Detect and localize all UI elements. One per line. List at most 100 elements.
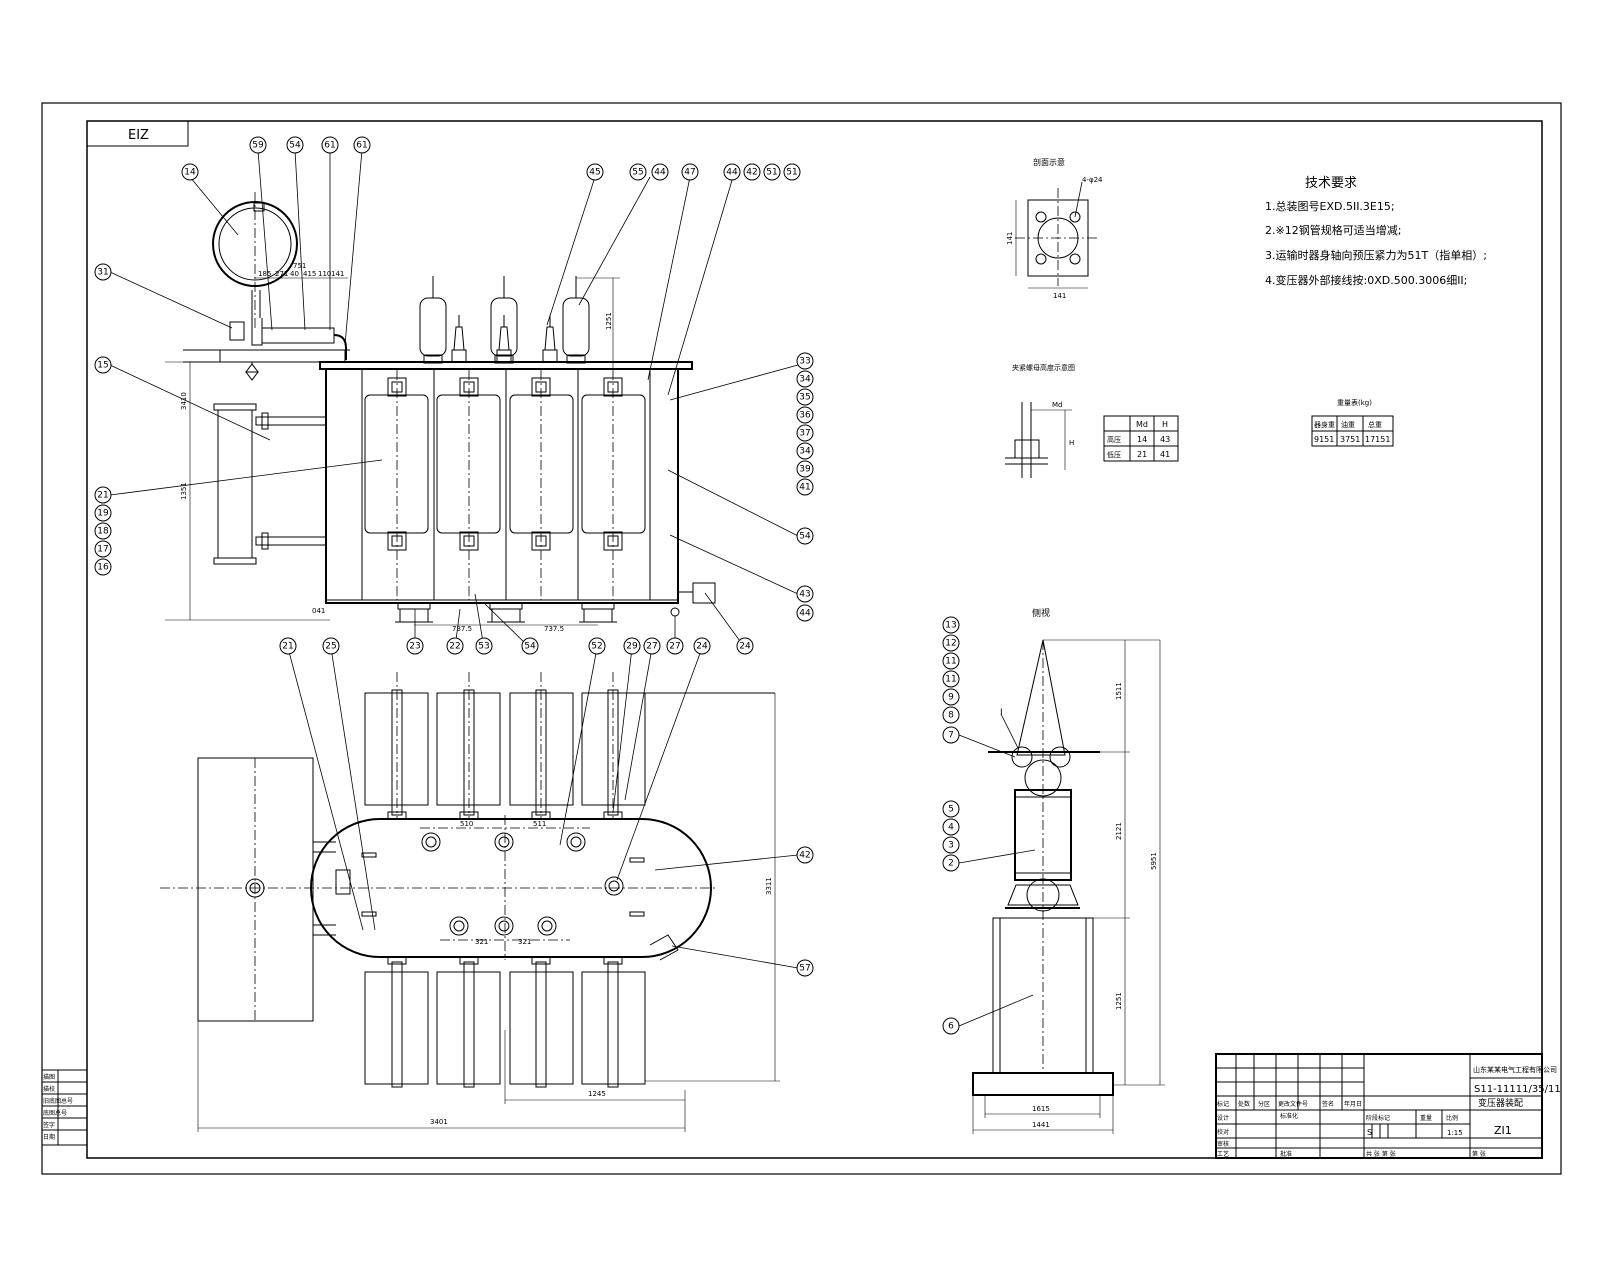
balloon-circle — [796, 585, 814, 603]
part-balloon: 36 — [796, 406, 814, 424]
left-label-5: 签字 — [43, 1121, 55, 1129]
dim-plan-b: 511 — [533, 820, 546, 828]
balloon-number: 47 — [684, 168, 695, 178]
title-block: 设计 校对 审核 工艺 标记 处数 分区 更改文件号 签名 年月日 标准化 批准… — [1215, 1053, 1561, 1159]
balloon-circle — [322, 637, 340, 655]
part-balloon: 33 — [796, 352, 814, 370]
balloon-number: 45 — [589, 168, 600, 178]
balloon-number: 39 — [799, 465, 811, 475]
part-balloon: 11 — [942, 652, 960, 670]
balloon-number: 57 — [799, 964, 810, 974]
dim-plan-len: 3401 — [430, 1118, 448, 1126]
tb-scale: 1:15 — [1447, 1129, 1463, 1137]
part-balloon: 57 — [796, 959, 814, 977]
balloon-circle — [651, 163, 669, 181]
tb-approve: 批准 — [1280, 1150, 1292, 1158]
plan-view: 3311 3401 1245 510 511 321 321 — [160, 647, 799, 1132]
balloon-circle — [94, 558, 112, 576]
left-cooler — [213, 403, 327, 565]
front-radiators — [361, 369, 651, 600]
dim-span-right: 737.5 — [544, 625, 564, 633]
balloon-number: 8 — [948, 711, 954, 721]
balloon-circle — [796, 370, 814, 388]
part-balloon: 54 — [521, 637, 539, 655]
dim-side-total: 5951 — [1150, 852, 1158, 870]
balloon-circle — [942, 706, 960, 724]
dim-plan-d: 321 — [518, 938, 531, 946]
balloon-number: 37 — [799, 429, 810, 439]
balloon-number: 7 — [948, 731, 954, 741]
part-balloon: 54 — [286, 136, 304, 154]
balloon-circle — [181, 163, 199, 181]
balloon-number: 23 — [409, 642, 420, 652]
balloon-number: 4 — [948, 823, 954, 833]
clamp-th-h: H — [1162, 420, 1168, 429]
detail-mark: I — [1000, 708, 1003, 718]
balloon-circle — [279, 637, 297, 655]
balloon-number: 42 — [746, 168, 757, 178]
weight-v-2: 3751 — [1340, 435, 1360, 444]
plan-radiators-top — [364, 672, 775, 820]
balloon-circle — [475, 637, 493, 655]
dim-flange-w: 141 — [1053, 292, 1066, 300]
balloon-number: 54 — [799, 532, 811, 542]
tb-process: 工艺 — [1217, 1150, 1229, 1158]
balloon-circle — [796, 846, 814, 864]
tb-sign: 签名 — [1322, 1100, 1334, 1108]
plan-leaders — [287, 647, 799, 969]
balloon-number: 24 — [739, 642, 751, 652]
plan-tank — [310, 818, 712, 958]
hole-note: 4-φ24 — [1082, 176, 1103, 184]
left-label-6: 日期 — [43, 1133, 55, 1141]
balloon-circle — [94, 486, 112, 504]
part-balloon: 2 — [942, 854, 960, 872]
pipe-dim-1: 185 — [258, 270, 271, 278]
balloon-circle — [94, 540, 112, 558]
left-label-2: 描校 — [43, 1085, 55, 1093]
weight-th-3: 总重 — [1368, 420, 1382, 429]
balloon-circle — [249, 136, 267, 154]
clamp-view-label: 夹紧螺母高度示意图 — [1012, 363, 1075, 372]
balloon-number: 6 — [948, 1022, 954, 1032]
weight-title: 重量表(kg) — [1337, 398, 1372, 407]
balloon-number: 53 — [478, 642, 489, 652]
dim-side-mid: 2121 — [1115, 822, 1123, 840]
balloon-circle — [666, 637, 684, 655]
balloon-circle — [586, 163, 604, 181]
weight-table: 重量表(kg) 器身重 油重 总重 9151 3751 17151 — [1311, 398, 1394, 447]
balloon-circle — [942, 836, 960, 854]
balloon-number: 55 — [632, 168, 643, 178]
balloon-circle — [796, 352, 814, 370]
part-balloon: 51 — [783, 163, 801, 181]
balloon-circle — [796, 442, 814, 460]
part-balloon: 31 — [94, 263, 112, 281]
dim-side-base-out: 1441 — [1032, 1121, 1050, 1129]
balloon-circle — [796, 388, 814, 406]
balloon-circle — [796, 460, 814, 478]
part-balloon: 3 — [942, 836, 960, 854]
pipe-dim-3: 751 — [293, 262, 306, 270]
dim-side-top: 1511 — [1115, 682, 1123, 700]
part-balloon: 52 — [588, 637, 606, 655]
balloon-number: 27 — [669, 642, 680, 652]
balloon-number: 33 — [799, 357, 810, 367]
part-balloon: 29 — [623, 637, 641, 655]
front-leaders — [109, 149, 799, 649]
left-label-1: 描图 — [43, 1073, 55, 1081]
balloon-circle — [94, 504, 112, 522]
balloon-circle — [353, 136, 371, 154]
balloon-number: 41 — [799, 483, 810, 493]
balloon-circle — [942, 616, 960, 634]
part-balloon: 24 — [736, 637, 754, 655]
balloon-circle — [942, 670, 960, 688]
tb-model: S11-11111/35/11 — [1474, 1084, 1561, 1095]
dim-plan-depth: 3311 — [765, 877, 773, 895]
part-balloon: 59 — [249, 136, 267, 154]
pipe-dim-5: 415 — [303, 270, 316, 278]
dim-top-offset: 1251 — [605, 312, 613, 330]
tech-item-1: 1.总装图号EXD.5II.3E15; — [1265, 199, 1395, 213]
tech-requirements: 技术要求 1.总装图号EXD.5II.3E15; 2.※12钢管规格可适当增减;… — [1265, 176, 1487, 287]
tb-scale-label: 比例 — [1446, 1114, 1458, 1122]
balloon-number: 54 — [289, 141, 301, 151]
